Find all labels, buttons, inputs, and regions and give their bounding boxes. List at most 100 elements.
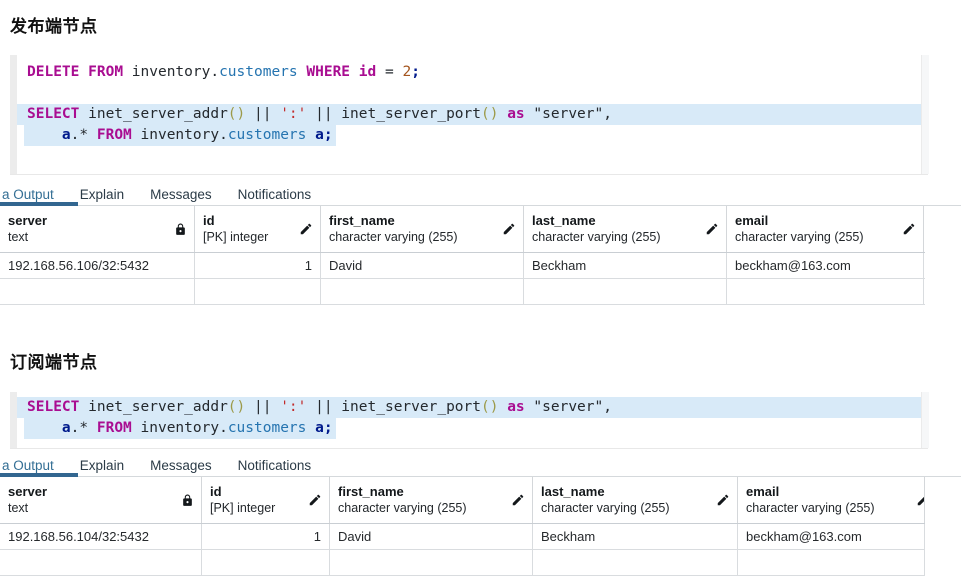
editor-gutter [10, 55, 17, 174]
sql-token-pl: inet_server_addr [79, 399, 228, 415]
code-line: SELECT inet_server_addr() || ':' || inet… [17, 397, 921, 418]
sql-token-pl: = [376, 64, 403, 80]
sql-editor-publisher[interactable]: DELETE FROM inventory.customers WHERE id… [10, 55, 929, 175]
sql-token-pl [306, 127, 315, 143]
column-type: character varying (255) [735, 230, 864, 244]
grid-cell-last_name[interactable] [524, 279, 727, 304]
grid-cell-id[interactable] [202, 550, 330, 575]
tab-explain[interactable]: Explain [79, 187, 125, 202]
sql-editor-subscriber[interactable]: SELECT inet_server_addr() || ':' || inet… [10, 392, 929, 449]
grid-empty-row [0, 550, 925, 576]
grid-cell-first_name[interactable]: David [330, 524, 533, 549]
sql-token-pl [498, 399, 507, 415]
grid-cell-server[interactable] [0, 550, 202, 575]
column-type: character varying (255) [541, 501, 670, 515]
sql-token-var: a [315, 127, 324, 143]
grid-cell-email[interactable]: beckham@163.com [738, 524, 925, 549]
column-name: server [8, 213, 48, 228]
column-header-id[interactable]: id [PK] integer [195, 206, 321, 252]
editor-gutter [10, 392, 17, 448]
sql-token-kw: as [507, 106, 525, 122]
pencil-icon [502, 222, 516, 236]
grid-empty-row [0, 279, 925, 305]
grid-cell-last_name[interactable] [533, 550, 738, 575]
tab-a-output[interactable]: a Output [0, 456, 78, 477]
tab-explain[interactable]: Explain [79, 458, 125, 473]
sql-token-nm: customers [219, 64, 298, 80]
column-type: character varying (255) [746, 501, 875, 515]
grid-cell-first_name[interactable] [330, 550, 533, 575]
column-type: character varying (255) [532, 230, 661, 244]
sql-token-kw: FROM [96, 420, 132, 436]
column-name: server [8, 484, 48, 499]
column-type: [PK] integer [210, 501, 276, 515]
pencil-icon [511, 493, 525, 507]
grid-cell-first_name[interactable]: David [321, 253, 524, 278]
tab-a-output[interactable]: a Output [0, 185, 78, 206]
sql-token-pl: .* [70, 127, 97, 143]
grid-cell-server[interactable] [0, 279, 195, 304]
column-name: first_name [338, 484, 404, 499]
sql-token-var: a [61, 127, 71, 143]
sql-token-pl [79, 64, 88, 80]
column-name: last_name [541, 484, 605, 499]
column-name: id [203, 213, 215, 228]
sql-token-pl [306, 420, 315, 436]
column-type: [PK] integer [203, 230, 269, 244]
pencil-icon [705, 222, 719, 236]
pencil-icon [916, 493, 924, 507]
editor-scrollbar-track[interactable] [921, 55, 929, 174]
sql-token-br: () [227, 399, 246, 415]
tab-notifications[interactable]: Notifications [237, 458, 312, 473]
column-header-id[interactable]: id[PK] integer [202, 477, 330, 523]
grid-cell-id[interactable]: 1 [202, 524, 330, 549]
selected-text: a.* FROM inventory.customers a; [24, 418, 336, 439]
editor-scrollbar-track[interactable] [921, 392, 929, 448]
sql-token-pl: .* [70, 420, 97, 436]
column-header-text: id[PK] integer [202, 477, 308, 516]
grid-cell-email[interactable] [738, 550, 925, 575]
column-header-text: last_name character varying (255) [533, 477, 716, 516]
grid-cell-first_name[interactable] [321, 279, 524, 304]
grid-cell-server[interactable]: 192.168.56.106/32:5432 [0, 253, 195, 278]
sql-token-pl [498, 106, 507, 122]
tab-messages[interactable]: Messages [150, 458, 212, 473]
sql-token-pl: inventory. [131, 127, 228, 143]
grid-cell-last_name[interactable]: Beckham [533, 524, 738, 549]
column-type: character varying (255) [329, 230, 458, 244]
grid-cell-server[interactable]: 192.168.56.104/32:5432 [0, 524, 202, 549]
sql-token-nm: customers [227, 127, 307, 143]
sql-token-pl: inventory. [131, 420, 228, 436]
sql-token-pl [350, 64, 359, 80]
tab-notifications[interactable]: Notifications [237, 187, 312, 202]
grid-cell-email[interactable]: beckham@163.com [727, 253, 924, 278]
sql-token-kw: FROM [88, 64, 124, 80]
grid-cell-id[interactable]: 1 [195, 253, 321, 278]
sql-token-pl [27, 127, 62, 143]
sql-token-kw: SELECT [27, 106, 80, 122]
sql-token-pl: || inet_server_port [306, 399, 481, 415]
column-header-text: id [PK] integer [195, 206, 299, 245]
grid-cell-last_name[interactable]: Beckham [524, 253, 727, 278]
column-header-last_name[interactable]: last_name character varying (255) [533, 477, 738, 523]
code-line: a.* FROM inventory.customers a; [17, 125, 921, 146]
tab-messages[interactable]: Messages [150, 187, 212, 202]
grid-cell-id[interactable] [195, 279, 321, 304]
grid-cell-email[interactable] [727, 279, 924, 304]
sql-code: SELECT inet_server_addr() || ':' || inet… [17, 397, 921, 439]
sql-token-pl: "server", [524, 106, 612, 122]
